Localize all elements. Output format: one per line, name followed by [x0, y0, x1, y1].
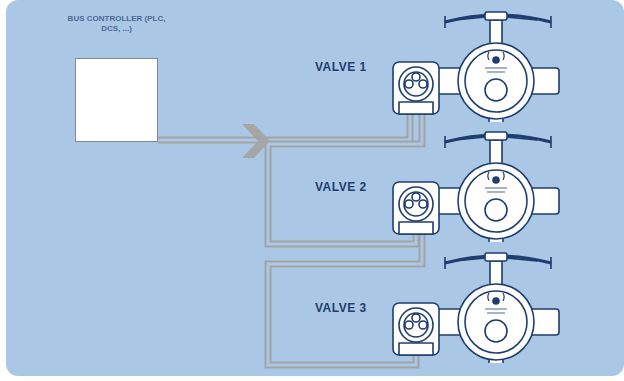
bus-cable — [158, 114, 410, 140]
controller-square — [75, 58, 158, 142]
valve-label: VALVE 3 — [315, 301, 367, 315]
valve-label: VALVE 1 — [315, 60, 367, 74]
valve-actuator: VALVE 3 — [305, 243, 565, 363]
valve-actuator: VALVE 1 — [305, 2, 565, 122]
controller-box: BUS CONTROLLER (PLC, DCS, ...) — [60, 14, 173, 144]
controller-heading: BUS CONTROLLER (PLC, DCS, ...) — [67, 14, 167, 34]
valve-label: VALVE 2 — [315, 180, 367, 194]
bus-chevron — [242, 124, 270, 158]
valve-actuator: VALVE 2 — [305, 122, 565, 242]
